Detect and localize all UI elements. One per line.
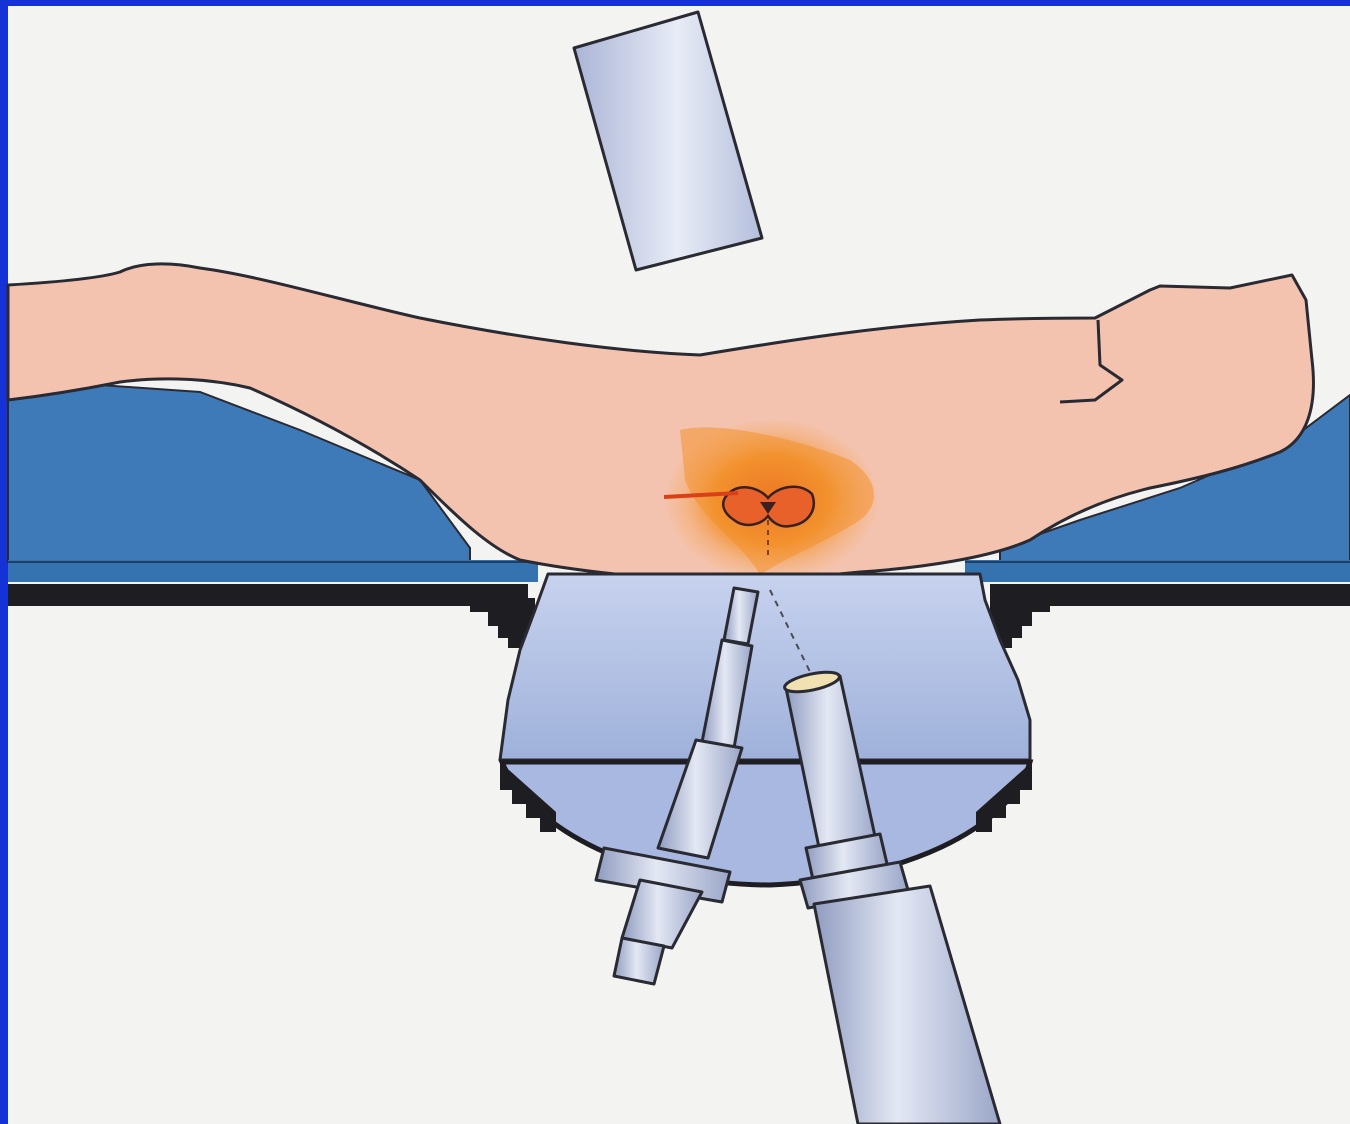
water-cushion-device xyxy=(500,574,1032,885)
